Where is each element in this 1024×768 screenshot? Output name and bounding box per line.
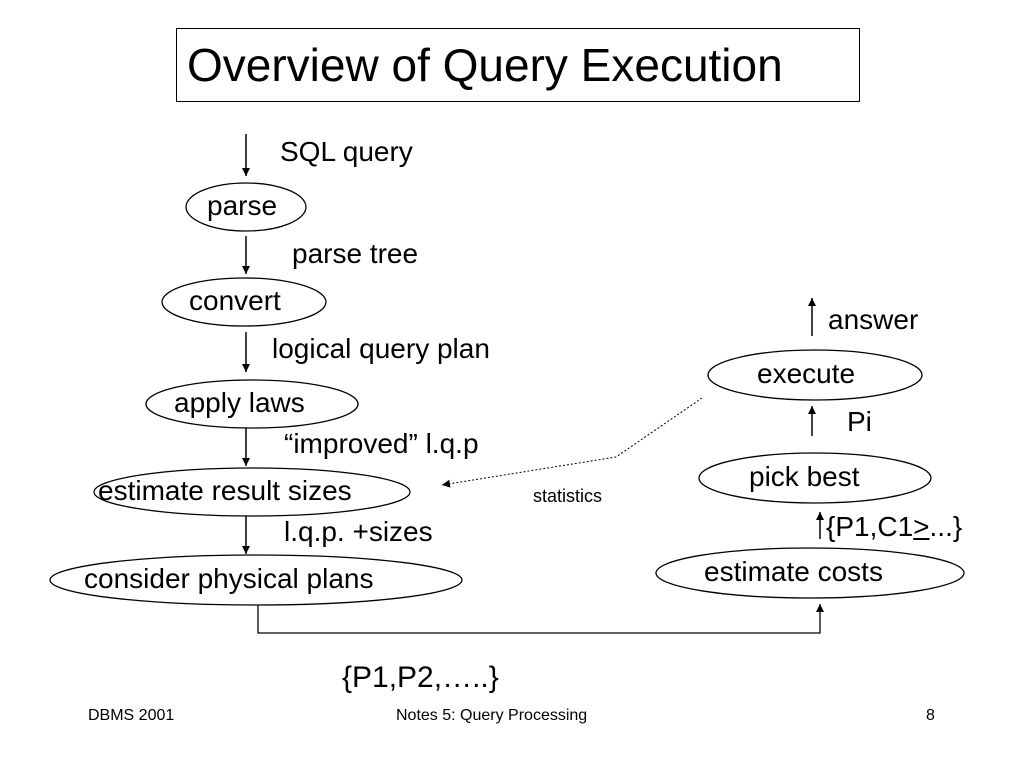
node-pick-best bbox=[698, 452, 932, 504]
label-apply-laws: apply laws bbox=[174, 387, 305, 418]
node-consider-plans bbox=[49, 554, 463, 606]
arrow-plans-to-costs bbox=[257, 604, 824, 634]
label-plan-costs: {P1,C1>...} bbox=[826, 513, 962, 541]
label-pick-best: pick best bbox=[749, 461, 860, 492]
plan-costs-suffix: ...} bbox=[929, 511, 963, 542]
label-statistics: statistics bbox=[533, 486, 603, 506]
node-estimate-sizes bbox=[93, 467, 411, 517]
footer-center: Notes 5: Query Processing bbox=[396, 707, 588, 724]
label-plan-sizes: l.q.p. +sizes bbox=[284, 516, 433, 547]
label-sql-query: SQL query bbox=[280, 136, 413, 167]
label-convert: convert bbox=[189, 285, 281, 316]
node-parse bbox=[185, 182, 307, 232]
label-estimate-costs: estimate costs bbox=[704, 556, 883, 587]
label-improved-plan: “improved” l.q.p bbox=[284, 428, 479, 459]
label-consider-plans: consider physical plans bbox=[84, 563, 374, 594]
node-estimate-costs bbox=[655, 547, 965, 599]
label-answer: answer bbox=[828, 304, 919, 335]
slide-title: Overview of Query Execution bbox=[187, 39, 783, 91]
node-apply-laws bbox=[145, 379, 359, 429]
label-execute: execute bbox=[757, 358, 856, 389]
label-parse-tree: parse tree bbox=[292, 238, 419, 269]
arrow-statistics bbox=[441, 397, 703, 488]
label-logical-plan: logical query plan bbox=[272, 333, 490, 364]
label-pi: Pi bbox=[847, 406, 872, 437]
label-plans-set: {P1,P2,…..} bbox=[342, 661, 499, 694]
page-number: 8 bbox=[926, 707, 935, 724]
node-convert bbox=[161, 277, 327, 327]
label-estimate-sizes: estimate result sizes bbox=[98, 475, 352, 506]
label-parse: parse bbox=[207, 190, 278, 221]
footer-left: DBMS 2001 bbox=[88, 707, 175, 724]
plan-costs-prefix: {P1,C1 bbox=[826, 511, 914, 542]
title-box: Overview of Query Execution bbox=[176, 28, 860, 102]
plan-costs-ge: > bbox=[913, 511, 930, 542]
node-execute bbox=[707, 349, 923, 401]
